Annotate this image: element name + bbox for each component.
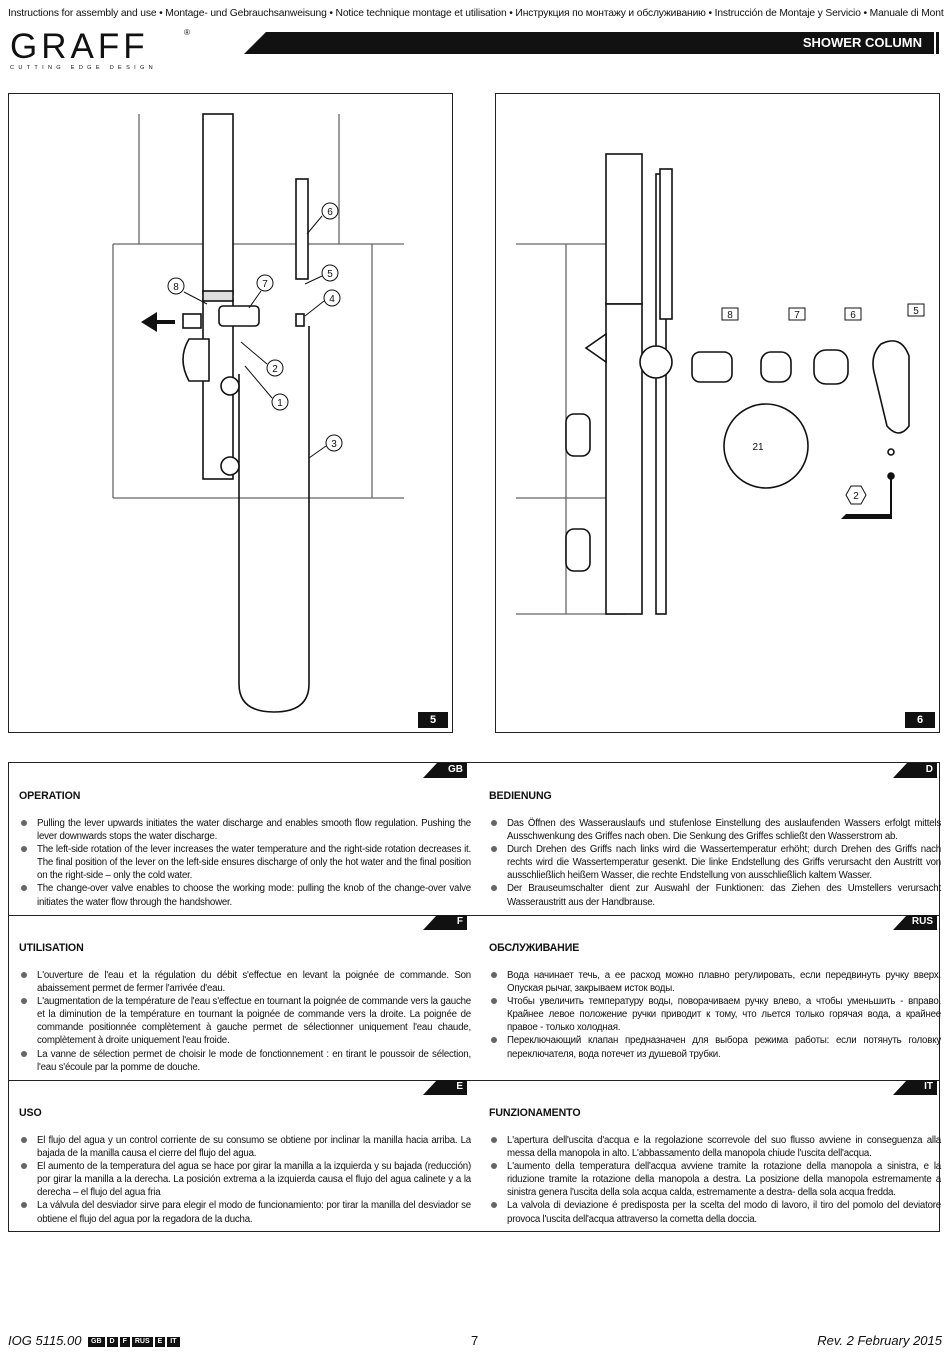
section-heading: OPERATION bbox=[19, 790, 81, 802]
callout-circle-5 bbox=[321, 264, 339, 282]
callout-label: 7 bbox=[262, 279, 268, 290]
section-heading: ОБСЛУЖИВАНИЕ bbox=[489, 942, 580, 954]
callout-circle-4 bbox=[323, 289, 341, 307]
footer-lang-code: E bbox=[154, 1337, 166, 1347]
callout-label: 4 bbox=[329, 294, 335, 305]
bullet-item: L'aumento della temperatura dell'acqua a… bbox=[489, 1160, 941, 1199]
row-divider bbox=[9, 1080, 939, 1081]
bullet-item: La vanne de sélection permet de choisir … bbox=[19, 1048, 471, 1074]
product-title-bar: SHOWER COLUMN bbox=[244, 32, 934, 54]
callout-circle-3 bbox=[325, 434, 343, 452]
bullet-item: Вода начинает течь, а ее расход можно пл… bbox=[489, 969, 941, 995]
section-row-1: GB OPERATION Pulling the lever upwards i… bbox=[9, 763, 941, 915]
callout-label: 7 bbox=[794, 310, 800, 321]
section-row-3: E USO El flujo del agua y un control cor… bbox=[9, 1080, 941, 1230]
footer-lang-code: RUS bbox=[131, 1337, 153, 1347]
brand-name: GRAFF bbox=[10, 27, 149, 66]
bullet-item: Der Brauseumschalter dient zur Auswahl d… bbox=[489, 882, 941, 908]
callout-circle-6 bbox=[321, 202, 339, 220]
bullet-item: Durch Drehen des Griffs nach links wird … bbox=[489, 843, 941, 882]
bullet-list: L'ouverture de l'eau et la régulation du… bbox=[19, 969, 471, 1074]
callout-label: 8 bbox=[727, 310, 733, 321]
bullet-item: Переключающий клапан предназначен для вы… bbox=[489, 1034, 941, 1060]
section-heading: USO bbox=[19, 1107, 42, 1119]
bullet-item: L'apertura dell'uscita d'acqua e la rego… bbox=[489, 1134, 941, 1160]
lang-tag: RUS bbox=[893, 915, 937, 930]
bullet-item: The change-over valve enables to choose … bbox=[19, 882, 471, 908]
footer-lang-code: D bbox=[106, 1337, 118, 1347]
bullet-item: La válvula del desviador sirve para eleg… bbox=[19, 1199, 471, 1225]
callout-label: 2 bbox=[272, 364, 278, 375]
footer-lang-code: GB bbox=[88, 1337, 105, 1347]
callout-circle-7 bbox=[256, 274, 274, 292]
footer-lang-code: IT bbox=[167, 1337, 180, 1347]
footer-lang-code: F bbox=[119, 1337, 130, 1347]
figure-6-panel: 8 7 6 5 2 21 6 bbox=[495, 93, 940, 733]
bullet-item: El flujo del agua y un control corriente… bbox=[19, 1134, 471, 1160]
callout-circle-2 bbox=[266, 359, 284, 377]
section-heading: UTILISATION bbox=[19, 942, 84, 954]
title-bar-shape bbox=[244, 32, 934, 54]
callout-label: 6 bbox=[327, 207, 333, 218]
figure-5-drawing: 8 7 6 5 4 2 1 3 bbox=[112, 113, 404, 713]
bullet-list: El flujo del agua y un control corriente… bbox=[19, 1134, 471, 1226]
brand-logo: GRAFF ® CUTTING EDGE DESIGN bbox=[10, 27, 190, 72]
section-heading: FUNZIONAMENTO bbox=[489, 1107, 581, 1119]
title-tick-mark bbox=[936, 32, 939, 54]
callout-circle-8 bbox=[167, 277, 185, 295]
bullet-item: L'ouverture de l'eau et la régulation du… bbox=[19, 969, 471, 995]
row-divider bbox=[9, 915, 939, 916]
lang-tag: D bbox=[893, 763, 937, 778]
bullet-item: The left-side rotation of the lever incr… bbox=[19, 843, 471, 882]
section-row-2: F UTILISATION L'ouverture de l'eau et la… bbox=[9, 915, 941, 1080]
brand-tagline: CUTTING EDGE DESIGN bbox=[10, 65, 157, 71]
bullet-list: L'apertura dell'uscita d'acqua e la rego… bbox=[489, 1134, 941, 1226]
bullet-item: Pulling the lever upwards initiates the … bbox=[19, 817, 471, 843]
callout-label: 8 bbox=[173, 282, 179, 293]
section-heading: BEDIENUNG bbox=[489, 790, 552, 802]
callout-label: 2 bbox=[853, 491, 859, 502]
revision-date: Rev. 2 February 2015 bbox=[817, 1333, 942, 1348]
product-title: SHOWER COLUMN bbox=[802, 35, 922, 50]
lang-tag: GB bbox=[423, 763, 467, 778]
bullet-item: L'augmentation de la température de l'ea… bbox=[19, 995, 471, 1047]
bullet-list: Pulling the lever upwards initiates the … bbox=[19, 817, 471, 909]
lang-tag: E bbox=[423, 1080, 467, 1095]
figure-6-drawing: 8 7 6 5 2 21 bbox=[516, 153, 925, 615]
callout-label: 6 bbox=[850, 310, 856, 321]
figure-5-panel: 8 7 6 5 4 2 1 3 5 bbox=[8, 93, 453, 733]
lang-tag: F bbox=[423, 915, 467, 930]
registered-mark: ® bbox=[184, 28, 190, 37]
bullet-item: La valvola di deviazione é predisposta p… bbox=[489, 1199, 941, 1225]
instructions-box: GB OPERATION Pulling the lever upwards i… bbox=[8, 762, 941, 1232]
callout-label: 5 bbox=[913, 306, 919, 317]
doc-code: IOG 5115.00 bbox=[8, 1333, 82, 1348]
languages-line: Instructions for assembly and use • Mont… bbox=[8, 8, 944, 19]
page-number: 7 bbox=[471, 1333, 479, 1348]
figure-number: 6 bbox=[905, 712, 935, 728]
bullet-item: El aumento de la temperatura del agua se… bbox=[19, 1160, 471, 1199]
figure-number: 5 bbox=[418, 712, 448, 728]
callout-label: 3 bbox=[331, 439, 337, 450]
callout-label: 1 bbox=[277, 398, 283, 409]
callout-label: 5 bbox=[327, 269, 333, 280]
wrench-size-label: 21 bbox=[752, 442, 764, 453]
bullet-item: Das Öffnen des Wasserauslaufs und stufen… bbox=[489, 817, 941, 843]
bullet-list: Das Öffnen des Wasserauslaufs und stufen… bbox=[489, 817, 941, 909]
bullet-item: Чтобы увеличить температуру воды, повора… bbox=[489, 995, 941, 1034]
lang-tag: IT bbox=[893, 1080, 937, 1095]
footer-lang-codes: GB D F RUS E IT bbox=[88, 1337, 180, 1347]
callout-circle-1 bbox=[271, 393, 289, 411]
bullet-list: Вода начинает течь, а ее расход можно пл… bbox=[489, 969, 941, 1061]
